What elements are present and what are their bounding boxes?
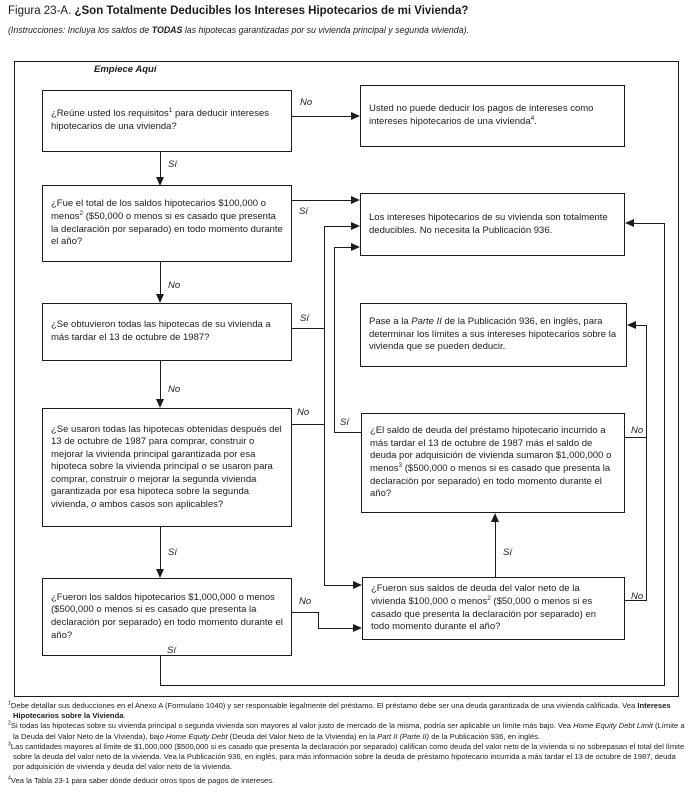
arrowhead-right-icon xyxy=(351,243,360,251)
arrowhead-up-icon xyxy=(491,513,499,522)
connector-line xyxy=(318,612,319,629)
label-no: No xyxy=(631,425,644,436)
footnote-2: 2Si todas las hipotecas sobre su viviend… xyxy=(8,720,685,741)
label-no: No xyxy=(297,407,310,418)
arrowhead-right-icon xyxy=(353,581,362,589)
connector-line xyxy=(160,152,161,178)
arrowhead-right-icon xyxy=(351,196,360,204)
connector-line xyxy=(625,437,646,438)
arrowhead-down-icon xyxy=(156,569,164,578)
arrowhead-down-icon xyxy=(156,177,164,186)
box-question-valor-neto-100k: ¿Fueron sus saldos de deuda del valor ne… xyxy=(362,577,625,640)
start-here-label: Empiece Aquí xyxy=(94,64,157,75)
connector-line xyxy=(160,527,161,570)
box-text: Pase a la Parte II de la Publicación 936… xyxy=(369,316,617,353)
box-question-uso-hipotecas: ¿Se usaron todas las hipotecas obtenidas… xyxy=(42,408,292,527)
label-si: Sí xyxy=(340,417,349,428)
box-question-saldos-100k: ¿Fue el total de los saldos hipotecarios… xyxy=(42,185,292,262)
figure-title-text: ¿Son Totalmente Deducibles los Intereses… xyxy=(74,5,469,17)
connector-line xyxy=(646,325,647,601)
footnotes: 1Debe detallar sus deducciones en el Ane… xyxy=(8,701,686,786)
label-si: Sí xyxy=(168,547,177,558)
footnote-3: 3Las cantidades mayores al límite de $1,… xyxy=(8,741,685,772)
figure-title: Figura 23-A. ¿Son Totalmente Deducibles … xyxy=(8,5,468,17)
box-text: ¿Fueron los saldos hipotecarios $1,000,0… xyxy=(51,591,283,641)
box-text: ¿Se obtuvieron todas las hipotecas de su… xyxy=(51,319,271,343)
box-text: ¿El saldo de deuda del préstamo hipoteca… xyxy=(370,425,612,500)
figure-instructions: (Instrucciones: Incluya los saldos de TO… xyxy=(8,25,469,35)
box-result-pase-parte-ii: Pase a la Parte II de la Publicación 936… xyxy=(360,303,627,367)
connector-line xyxy=(292,424,324,425)
label-si: Sí xyxy=(167,645,176,656)
connector-line xyxy=(160,262,161,295)
connector-line xyxy=(160,361,161,400)
label-si: Sí xyxy=(299,206,308,217)
label-no: No xyxy=(168,384,181,395)
connector-line xyxy=(160,685,665,686)
connector-line xyxy=(334,247,335,433)
arrowhead-right-icon xyxy=(353,624,362,632)
box-text: ¿Reúne usted los requisitos1 para deduci… xyxy=(51,107,269,132)
label-no: No xyxy=(300,97,313,108)
arrowhead-right-icon xyxy=(351,112,360,120)
connector-line xyxy=(324,585,354,586)
arrowhead-left-icon xyxy=(627,321,636,329)
connector-line xyxy=(634,223,664,224)
label-si: Sí xyxy=(300,313,309,324)
box-question-requisitos: ¿Reúne usted los requisitos1 para deduci… xyxy=(42,90,292,152)
arrowhead-down-icon xyxy=(156,399,164,408)
figure-number: Figura 23-A. xyxy=(8,5,72,17)
label-no: No xyxy=(299,596,312,607)
connector-line xyxy=(334,432,361,433)
box-question-hipotecas-1987: ¿Se obtuvieron todas las hipotecas de su… xyxy=(42,303,292,361)
connector-line xyxy=(334,247,352,248)
arrowhead-right-icon xyxy=(351,222,360,230)
box-text: ¿Fue el total de los saldos hipotecarios… xyxy=(51,198,283,248)
box-result-no-puede-deducir: Usted no puede deducir los pagos de inte… xyxy=(360,85,625,147)
connector-line xyxy=(324,226,352,227)
box-question-saldo-deuda-1m: ¿El saldo de deuda del préstamo hipoteca… xyxy=(361,413,625,513)
footnote-1: 1Debe detallar sus deducciones en el Ane… xyxy=(8,700,671,721)
label-si: Sí xyxy=(503,547,512,558)
connector-line xyxy=(318,628,354,629)
arrowhead-left-icon xyxy=(625,219,634,227)
box-text: ¿Se usaron todas las hipotecas obtenidas… xyxy=(51,423,282,510)
connector-line xyxy=(636,325,647,326)
box-result-totalmente-deducibles: Los intereses hipotecarios de su viviend… xyxy=(360,193,625,256)
connector-line xyxy=(625,600,646,601)
connector-line xyxy=(292,612,319,613)
connector-line xyxy=(292,328,324,329)
label-no: No xyxy=(631,591,644,602)
footnote-4: 4Vea la Tabla 23-1 para saber dónde dedu… xyxy=(8,775,275,786)
arrowhead-down-icon xyxy=(156,294,164,303)
connector-line xyxy=(324,226,325,586)
box-text: Usted no puede deducir los pagos de inte… xyxy=(369,103,594,127)
flowchart-border xyxy=(14,61,679,697)
connector-line xyxy=(292,200,351,201)
label-si: Sí xyxy=(168,159,177,170)
connector-line xyxy=(160,656,161,686)
box-question-saldos-1m: ¿Fueron los saldos hipotecarios $1,000,0… xyxy=(42,578,292,656)
box-text: ¿Fueron sus saldos de deuda del valor ne… xyxy=(371,583,596,633)
box-text: Los intereses hipotecarios de su viviend… xyxy=(369,211,608,236)
label-no: No xyxy=(168,280,181,291)
connector-line xyxy=(292,116,351,117)
connector-line xyxy=(495,522,496,577)
connector-line xyxy=(664,223,665,686)
